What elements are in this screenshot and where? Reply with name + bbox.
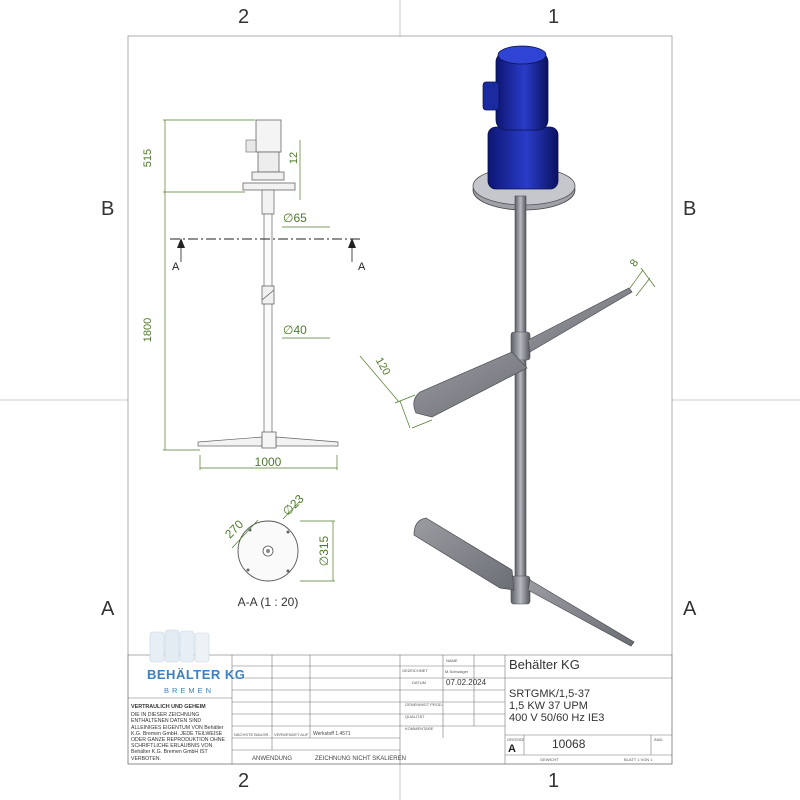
dim-shaft-diameter: ∅40: [283, 323, 307, 337]
company-logo-name: BEHÄLTER KG: [147, 667, 246, 682]
drawn-by-value: M.Schwaiger: [445, 669, 469, 674]
company-name: Behälter KG: [509, 657, 580, 672]
dim-hole-diameter: ∅23: [280, 492, 307, 519]
next-assembly-label: NÄCHSTE BAUGR.: [234, 732, 270, 737]
drawn-by-label: GEZEICHNET: [402, 668, 428, 673]
section-view: [231, 500, 335, 582]
zone-bottom-1: 1: [548, 770, 560, 792]
date-value: 07.02.2024: [446, 678, 487, 687]
drawing-number: 10068: [552, 737, 586, 751]
company-logo-graphic: [149, 629, 210, 663]
date-label: DATUM: [412, 680, 426, 685]
dim-hub-diameter: ∅65: [283, 211, 307, 225]
section-label-left: A: [172, 261, 180, 273]
quality-label: QUALITÄT: [405, 714, 425, 719]
dim-flange-diameter: ∅315: [317, 535, 331, 566]
confidential-note: VERTRAULICH UND GEHEIM DIE IN DIESER ZEI…: [131, 704, 231, 762]
spec-line-1: 1,5 KW 37 UPM: [509, 700, 588, 712]
weight-label: GEWICHT: [540, 757, 559, 762]
comments-label: KOMMENTARE: [405, 726, 434, 731]
zone-bottom-2: 2: [238, 770, 250, 792]
size-value: A: [508, 743, 516, 755]
used-on-label: VERWENDET AUF: [274, 732, 309, 737]
revision-label: ÄND.: [654, 737, 664, 742]
dim-shaft-length: 1800: [142, 318, 154, 342]
company-logo-city: BREMEN: [164, 686, 215, 695]
confidential-heading: VERTRAULICH UND GEHEIM: [131, 704, 206, 710]
dim-impeller-diameter: 1000: [255, 455, 282, 469]
section-label-right: A: [358, 261, 366, 273]
zone-top-2: 2: [238, 6, 250, 28]
title-block: [127, 654, 673, 765]
usage-label: ANWENDUNG: [252, 756, 292, 762]
zone-left-B: B: [101, 198, 115, 220]
material-value: Werkstoff 1.4571: [313, 731, 351, 737]
zone-left-A: A: [101, 598, 115, 620]
scale-note: ZEICHNUNG NICHT SKALIEREN: [315, 756, 406, 762]
name-label: NAME: [446, 658, 458, 663]
section-caption: A-A (1 : 20): [238, 595, 299, 609]
size-label: GRÖSSE: [507, 737, 524, 742]
isometric-view: [359, 45, 656, 647]
dim-motor-height: 515: [142, 149, 154, 167]
zone-right-A: A: [683, 598, 697, 620]
front-view: [163, 119, 360, 470]
zone-right-B: B: [683, 198, 697, 220]
spec-line-2: 400 V 50/60 Hz IE3: [509, 712, 604, 724]
dim-blade-tip: 8: [628, 257, 641, 269]
checked-label: GENEHMIGT PROD.: [405, 702, 443, 707]
part-number: SRTGMK/1,5-37: [509, 688, 590, 700]
confidential-body: DIE IN DIESER ZEICHNUNG ENTHALTENEN DATE…: [131, 712, 225, 762]
zone-top-1: 1: [548, 6, 560, 28]
sheet-label: BLATT 1 VON 1: [624, 757, 653, 762]
dim-flange-thickness: 12: [288, 152, 300, 164]
